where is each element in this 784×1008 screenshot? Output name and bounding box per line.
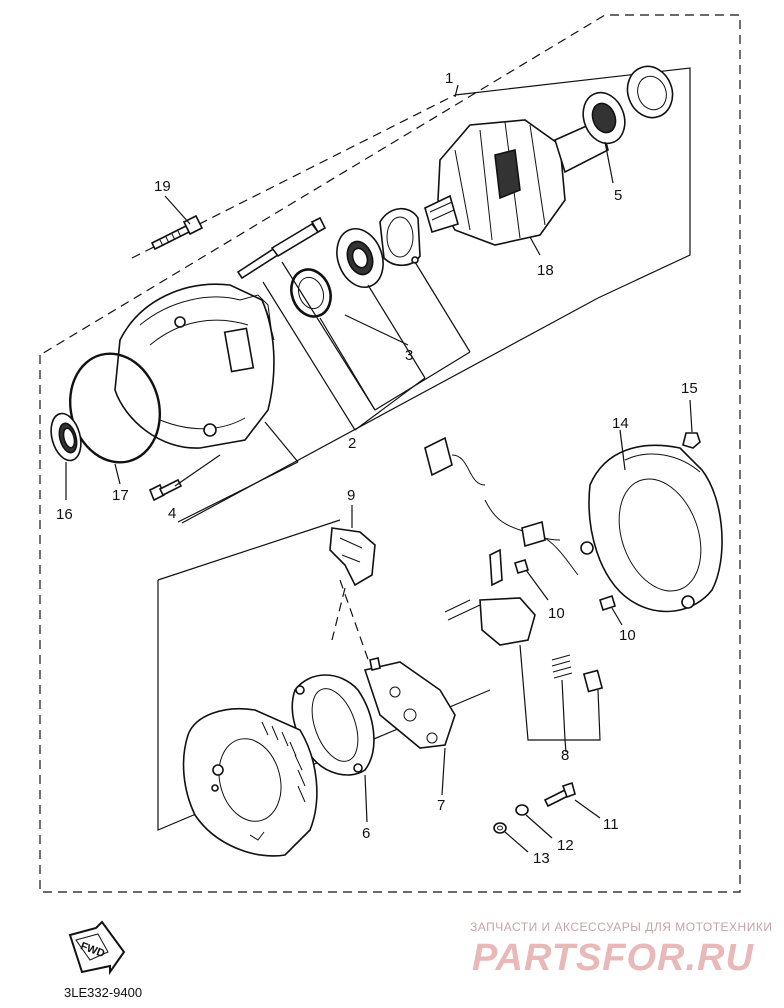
regulator-part <box>329 527 376 587</box>
callout-13: 13 <box>533 850 550 867</box>
callout-labels: 1 2 3 4 5 6 7 8 9 10 10 11 12 13 14 15 1… <box>56 70 698 867</box>
brush-holder-part <box>444 548 536 646</box>
callout-10b: 10 <box>619 627 636 644</box>
fwd-arrow-icon: FWD <box>68 920 126 976</box>
nut-15-part <box>682 432 701 449</box>
rotor-part <box>424 118 609 246</box>
watermark: ЗАПЧАСТИ И АКСЕССУАРЫ ДЛЯ МОТОТЕХНИКИ PA… <box>470 920 772 979</box>
callout-14: 14 <box>612 415 629 432</box>
through-bolts-part <box>236 216 327 280</box>
spacer-ring-part <box>290 268 332 318</box>
callout-2: 2 <box>348 435 356 452</box>
watermark-brand: PARTSFOR.RU <box>472 937 754 979</box>
rectifier-part <box>363 657 456 749</box>
front-housing-part <box>182 707 318 857</box>
callout-1: 1 <box>445 70 453 87</box>
callout-5: 5 <box>614 187 622 204</box>
callout-18: 18 <box>537 262 554 279</box>
callout-12: 12 <box>557 837 574 854</box>
rear-cover-part <box>580 444 723 613</box>
callout-6: 6 <box>362 825 370 842</box>
bearing-part <box>336 228 384 288</box>
callout-9: 9 <box>347 487 355 504</box>
washer-13-part <box>493 822 507 834</box>
callout-19: 19 <box>154 178 171 195</box>
end-seal-part <box>626 65 674 119</box>
alternator-housing <box>114 283 275 449</box>
callout-10a: 10 <box>548 605 565 622</box>
brush-spring-part <box>551 654 604 693</box>
callout-11: 11 <box>603 816 619 833</box>
bearing-retainer-part <box>379 207 421 267</box>
callout-16: 16 <box>56 506 73 523</box>
screw-10b-part <box>599 594 616 612</box>
connector-wire-part <box>424 436 579 576</box>
callout-15: 15 <box>681 380 698 397</box>
leader-lines <box>65 84 693 853</box>
slip-ring-part <box>582 91 626 145</box>
oil-seal-part <box>50 412 82 462</box>
bolt-19-part <box>150 214 204 251</box>
callout-7: 7 <box>437 797 445 814</box>
watermark-caption: ЗАПЧАСТИ И АКСЕССУАРЫ ДЛЯ МОТОТЕХНИКИ <box>470 920 772 934</box>
callout-8: 8 <box>561 747 569 764</box>
assembly-boundary <box>39 14 741 893</box>
lower-group-bracket <box>157 519 491 831</box>
washer-12-part <box>515 804 529 816</box>
callout-3: 3 <box>405 347 413 364</box>
bolt-4-part <box>148 478 183 502</box>
callout-4: 4 <box>168 505 176 522</box>
callout-17: 17 <box>112 487 129 504</box>
stator-part <box>291 674 375 776</box>
screw-11-part <box>543 781 576 808</box>
diagram-code: 3LE332-9400 <box>64 985 142 1000</box>
screw-10a-part <box>514 559 529 574</box>
